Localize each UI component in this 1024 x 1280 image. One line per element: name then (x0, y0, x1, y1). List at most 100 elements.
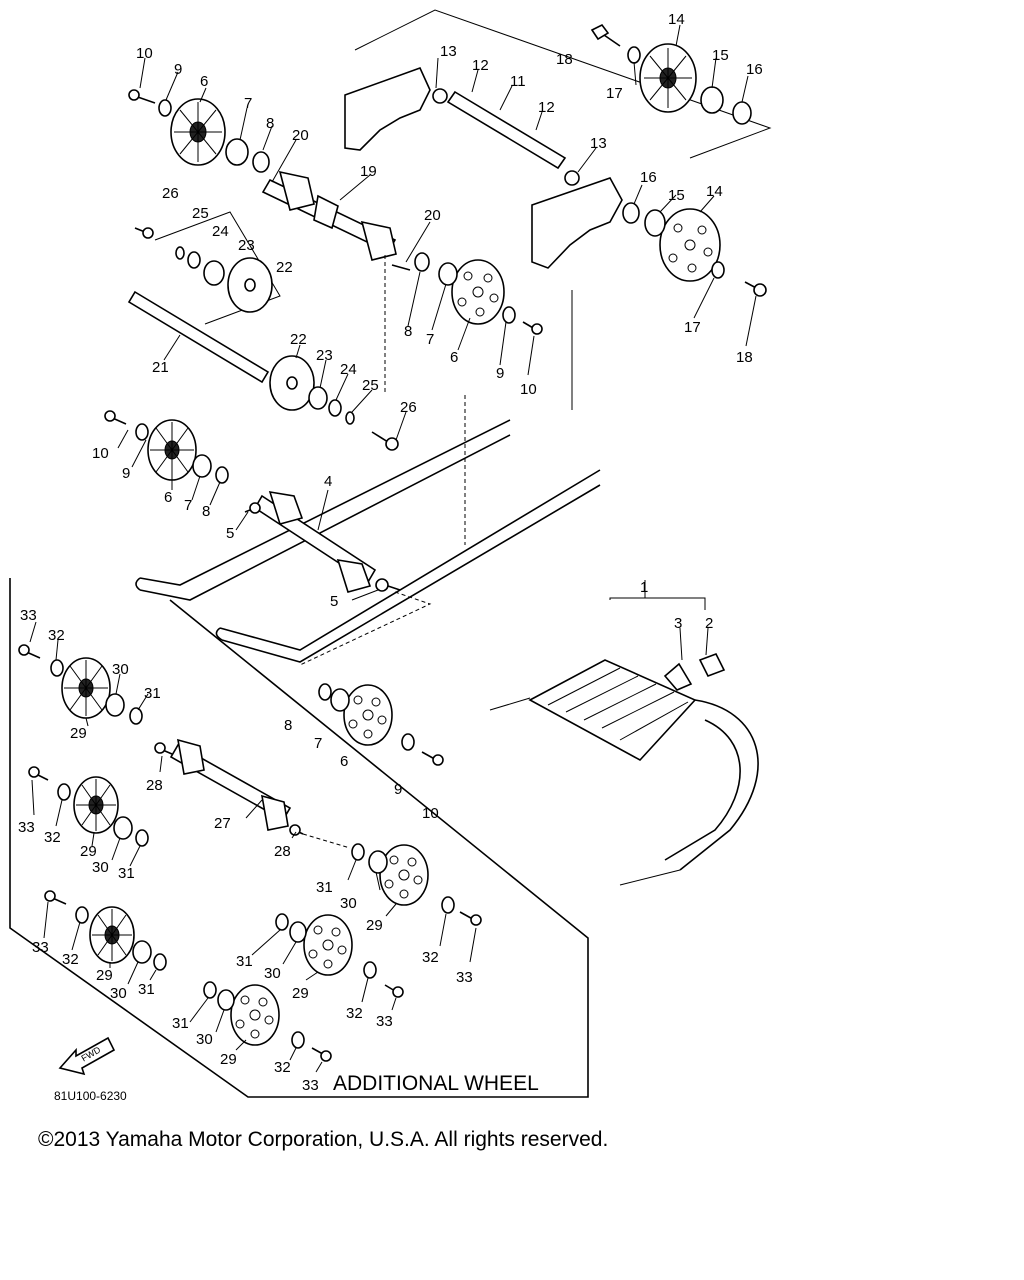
idler-wheel-6-bottom (318, 683, 444, 766)
callout-3: 3 (674, 615, 682, 632)
callout-28a: 28 (146, 777, 163, 794)
callout-8b: 8 (404, 323, 412, 340)
callout-33d: 33 (456, 969, 473, 986)
shaft-21 (127, 290, 270, 384)
front-axle-19 (261, 170, 397, 261)
additional-wheel-box (9, 578, 589, 1098)
callout-29b: 29 (80, 843, 97, 860)
callout-30d: 30 (340, 895, 357, 912)
callout-33a: 33 (20, 607, 37, 624)
callout-10a: 10 (136, 45, 153, 62)
callout-31f: 31 (172, 1015, 189, 1032)
idler-wheel-14-upper (590, 23, 752, 125)
callout-27: 27 (214, 815, 231, 832)
callout-13b: 13 (590, 135, 607, 152)
callout-6b: 6 (450, 349, 458, 366)
additional-wheel-29-b (28, 766, 149, 847)
callout-13a: 13 (440, 43, 457, 60)
additional-wheel-29-c (44, 890, 167, 971)
parts-diagram: FWD (9, 9, 772, 1103)
track-belt (489, 580, 759, 886)
additional-wheel-29-f (203, 981, 332, 1062)
callout-25b: 25 (362, 377, 379, 394)
idler-wheel-6-middle (391, 252, 543, 335)
idler-wheel-6-upper (128, 89, 270, 173)
callout-8a: 8 (266, 115, 274, 132)
callout-10b: 10 (520, 381, 537, 398)
additional-wheel-29-d (351, 843, 482, 926)
wheel-22-upper (134, 211, 281, 325)
callout-5: 5 (226, 525, 234, 542)
additional-wheel-label: ADDITIONAL WHEEL (333, 1072, 539, 1095)
callout-33f: 33 (302, 1077, 319, 1094)
callout-16b: 16 (640, 169, 657, 186)
callout-30a: 30 (112, 661, 129, 678)
callout-32e: 32 (346, 1005, 363, 1022)
callout-14b: 14 (706, 183, 723, 200)
callout-32f: 32 (274, 1059, 291, 1076)
callout-31b: 31 (118, 865, 135, 882)
callout-16a: 16 (746, 61, 763, 78)
callout-9c: 9 (122, 465, 130, 482)
copyright-text: ©2013 Yamaha Motor Corporation, U.S.A. A… (38, 1128, 609, 1151)
callout-30f: 30 (196, 1031, 213, 1048)
callout-7d: 7 (314, 735, 322, 752)
callout-29e: 29 (292, 985, 309, 1002)
callout-6d: 6 (340, 753, 348, 770)
callout-10c: 10 (92, 445, 109, 462)
callout-17a: 17 (606, 85, 623, 102)
axle-27 (154, 738, 351, 849)
callout-12b: 12 (538, 99, 555, 116)
additional-wheel-29-e (275, 913, 404, 998)
callout-6a: 6 (200, 73, 208, 90)
callout-18b: 18 (736, 349, 753, 366)
callout-31e: 31 (236, 953, 253, 970)
leader-lines (29, 24, 757, 1073)
callout-31a: 31 (144, 685, 161, 702)
axle-4 (244, 490, 432, 666)
callout-labels: 1 2 3 4 5 5 6 6 6 6 7 7 7 7 8 8 8 8 9 9 … (18, 11, 763, 1094)
forward-arrow-icon: FWD (58, 1036, 116, 1076)
callout-7c: 7 (184, 497, 192, 514)
callout-29d: 29 (366, 917, 383, 934)
callout-7a: 7 (244, 95, 252, 112)
diagram-code: 81U100-6230 (54, 1089, 127, 1103)
callout-8c: 8 (202, 503, 210, 520)
callout-30c: 30 (110, 985, 127, 1002)
callout-17b: 17 (684, 319, 701, 336)
callout-9b: 9 (496, 365, 504, 382)
callout-19: 19 (360, 163, 377, 180)
rear-frame-bracket-group (344, 9, 772, 410)
callout-4: 4 (324, 473, 332, 490)
callout-15a: 15 (712, 47, 729, 64)
callout-12a: 12 (472, 57, 489, 74)
callout-29c: 29 (96, 967, 113, 984)
callout-33b: 33 (18, 819, 35, 836)
callout-23b: 23 (316, 347, 333, 364)
callout-30e: 30 (264, 965, 281, 982)
callout-18a: 18 (556, 51, 573, 68)
callout-1: 1 (640, 579, 648, 596)
callout-29f: 29 (220, 1051, 237, 1068)
callout-24a: 24 (212, 223, 229, 240)
callout-20a: 20 (292, 127, 309, 144)
callout-26a: 26 (162, 185, 179, 202)
callout-26b: 26 (400, 399, 417, 416)
callout-33e: 33 (376, 1013, 393, 1030)
additional-wheel-29-a (18, 644, 143, 725)
callout-20b: 20 (424, 207, 441, 224)
idler-wheel-6-left (104, 410, 229, 484)
slide-rails (135, 255, 601, 663)
callout-32d: 32 (422, 949, 439, 966)
callout-11: 11 (510, 73, 526, 90)
callout-32b: 32 (44, 829, 61, 846)
callout-21: 21 (152, 359, 169, 376)
callout-8d: 8 (284, 717, 292, 734)
callout-31d: 31 (316, 879, 333, 896)
callout-24b: 24 (340, 361, 357, 378)
callout-9d: 9 (394, 781, 402, 798)
callout-28b: 28 (274, 843, 291, 860)
callout-10d: 10 (422, 805, 439, 822)
callout-22a: 22 (276, 259, 293, 276)
idler-wheel-14-lower (622, 202, 767, 297)
